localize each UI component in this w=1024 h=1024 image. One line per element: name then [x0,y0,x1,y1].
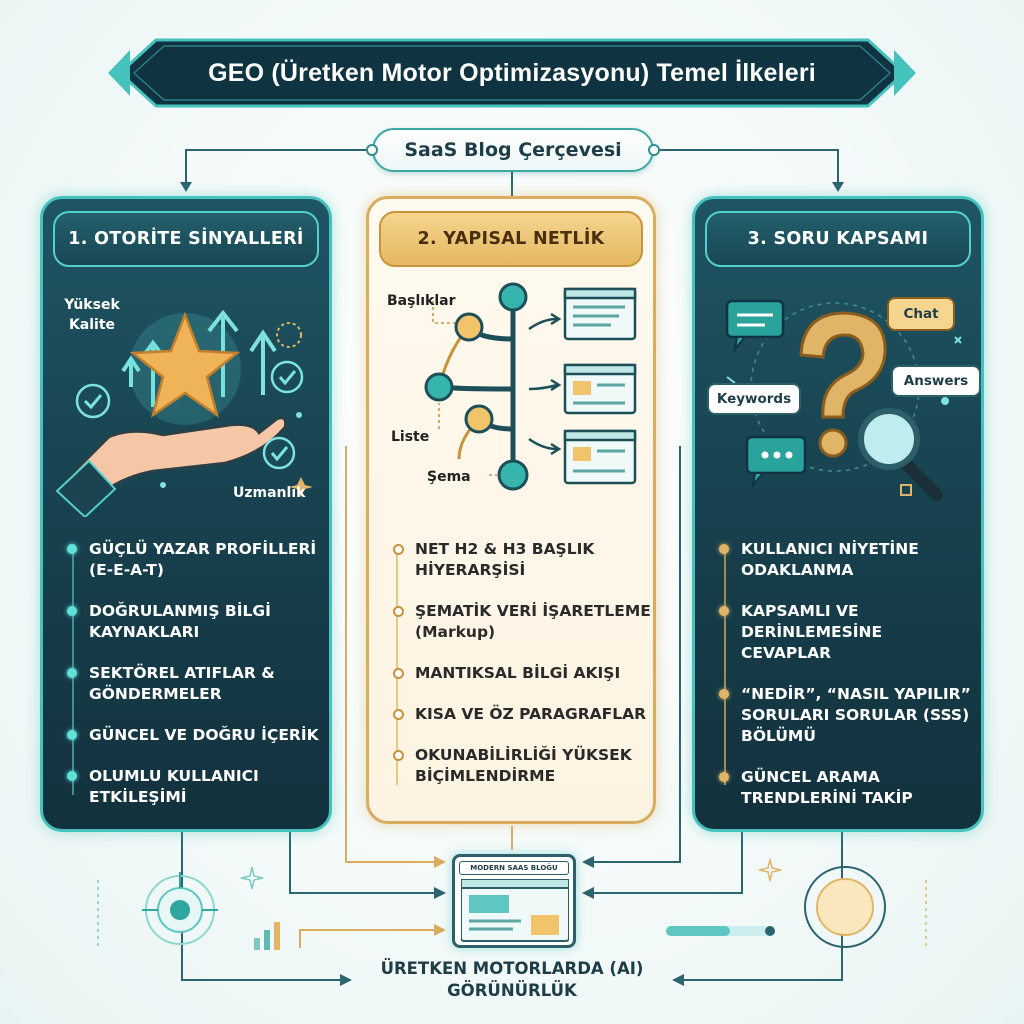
column-header: 3. SORU KAPSAMI [705,211,971,267]
question-mark-icon [799,311,887,419]
keywords-bubble: Keywords [707,383,801,415]
authority-list: GÜÇLÜ YAZAR PROFİLLERİ (E-E-A-T) DOĞRULA… [65,539,325,828]
list-item: OLUMLU KULLANICI ETKİLEŞİMİ [65,766,325,808]
list-item: ŞEMATİK VERİ İŞARETLEME (Markup) [391,601,651,643]
sparkle-icon [240,866,264,890]
label-schema: Şema [427,469,471,485]
modern-saas-blog-card: MODERN SAAS BLOĞU [452,854,576,948]
answers-bubble: Answers [891,365,981,397]
column-structure: 2. YAPISAL NETLİK [366,196,656,824]
list-item: “NEDİR”, “NASIL YAPILIR” SORULARI SORULA… [717,684,977,747]
chat-bubble-icon [725,299,785,353]
progress-bar-icon [666,926,775,936]
check-icon [270,360,304,394]
check-icon [262,436,296,470]
bottom-caption: ÜRETKEN MOTORLARDA (AI) GÖRÜNÜRLÜK [380,959,644,1000]
list-item: GÜNCEL ARAMA TRENDLERİNİ TAKİP [717,767,977,809]
card-label: MODERN SAAS BLOĞU [459,861,569,875]
framework-label: SaaS Blog Çerçevesi [404,139,622,161]
target-icon [142,872,218,945]
list-item: GÜÇLÜ YAZAR PROFİLLERİ (E-E-A-T) [65,539,325,581]
check-icon [75,383,111,419]
list-item: KULLANICI NİYETİNE ODAKLANMA [717,539,977,581]
bar-chart-icon [254,922,280,950]
star-icon [129,311,241,418]
pill-dot-left [366,144,378,156]
tree-diagram-icon [424,282,637,491]
label-headings: Başlıklar [387,293,456,309]
document-icon [563,429,637,485]
list-item: SEKTÖREL ATIFLAR & GÖNDERMELER [65,663,325,705]
label-high-quality: Yüksek Kalite [64,297,120,333]
list-item: KAPSAMLI VE DERİNLEMESİNE CEVAPLAR [717,601,977,664]
column-question-coverage: 3. SORU KAPSAMI Chat Answers Keywords [692,196,984,832]
blog-page-icon [461,879,569,942]
title-banner: GEO (Üretken Motor Optimizasyonu) Temel … [100,32,924,114]
list-item: GÜNCEL VE DOĞRU İÇERİK [65,725,325,746]
list-item: NET H2 & H3 BAŞLIK HİYERARŞİSİ [391,539,651,581]
items-timeline [396,545,398,785]
pill-dot-right [648,144,660,156]
structure-list: NET H2 & H3 BAŞLIK HİYERARŞİSİ ŞEMATİK V… [391,539,651,807]
column-header: 1. OTORİTE SİNYALLERİ [53,211,319,267]
list-item: KISA VE ÖZ PARAGRAFLAR [391,704,651,725]
question-illustration [725,299,962,501]
label-expertise: Uzmanlık [233,485,306,501]
items-timeline [724,545,726,785]
page-title: GEO (Üretken Motor Optimizasyonu) Temel … [208,58,816,87]
label-list: Liste [391,429,430,445]
document-icon [563,287,637,341]
globe-icon [804,866,886,948]
framework-pill: SaaS Blog Çerçevesi [366,128,660,172]
question-list: KULLANICI NİYETİNE ODAKLANMA KAPSAMLI VE… [717,539,977,829]
document-icon [563,363,637,415]
magnifier-icon [858,408,943,501]
authority-illustration [55,309,313,517]
chat-bubble-icon [745,435,807,489]
list-item: MANTIKSAL BİLGİ AKIŞI [391,663,651,684]
chat-bubble: Chat [887,297,955,331]
sparkle-icon [758,858,782,882]
column-authority: 1. OTORİTE SİNYALLERİ [40,196,332,832]
column-header: 2. YAPISAL NETLİK [379,211,643,267]
list-item: OKUNABİLİRLİĞİ YÜKSEK BİÇİMLENDİRME [391,745,651,787]
list-item: DOĞRULANMIŞ BİLGİ KAYNAKLARI [65,601,325,643]
hand-icon [68,416,287,493]
